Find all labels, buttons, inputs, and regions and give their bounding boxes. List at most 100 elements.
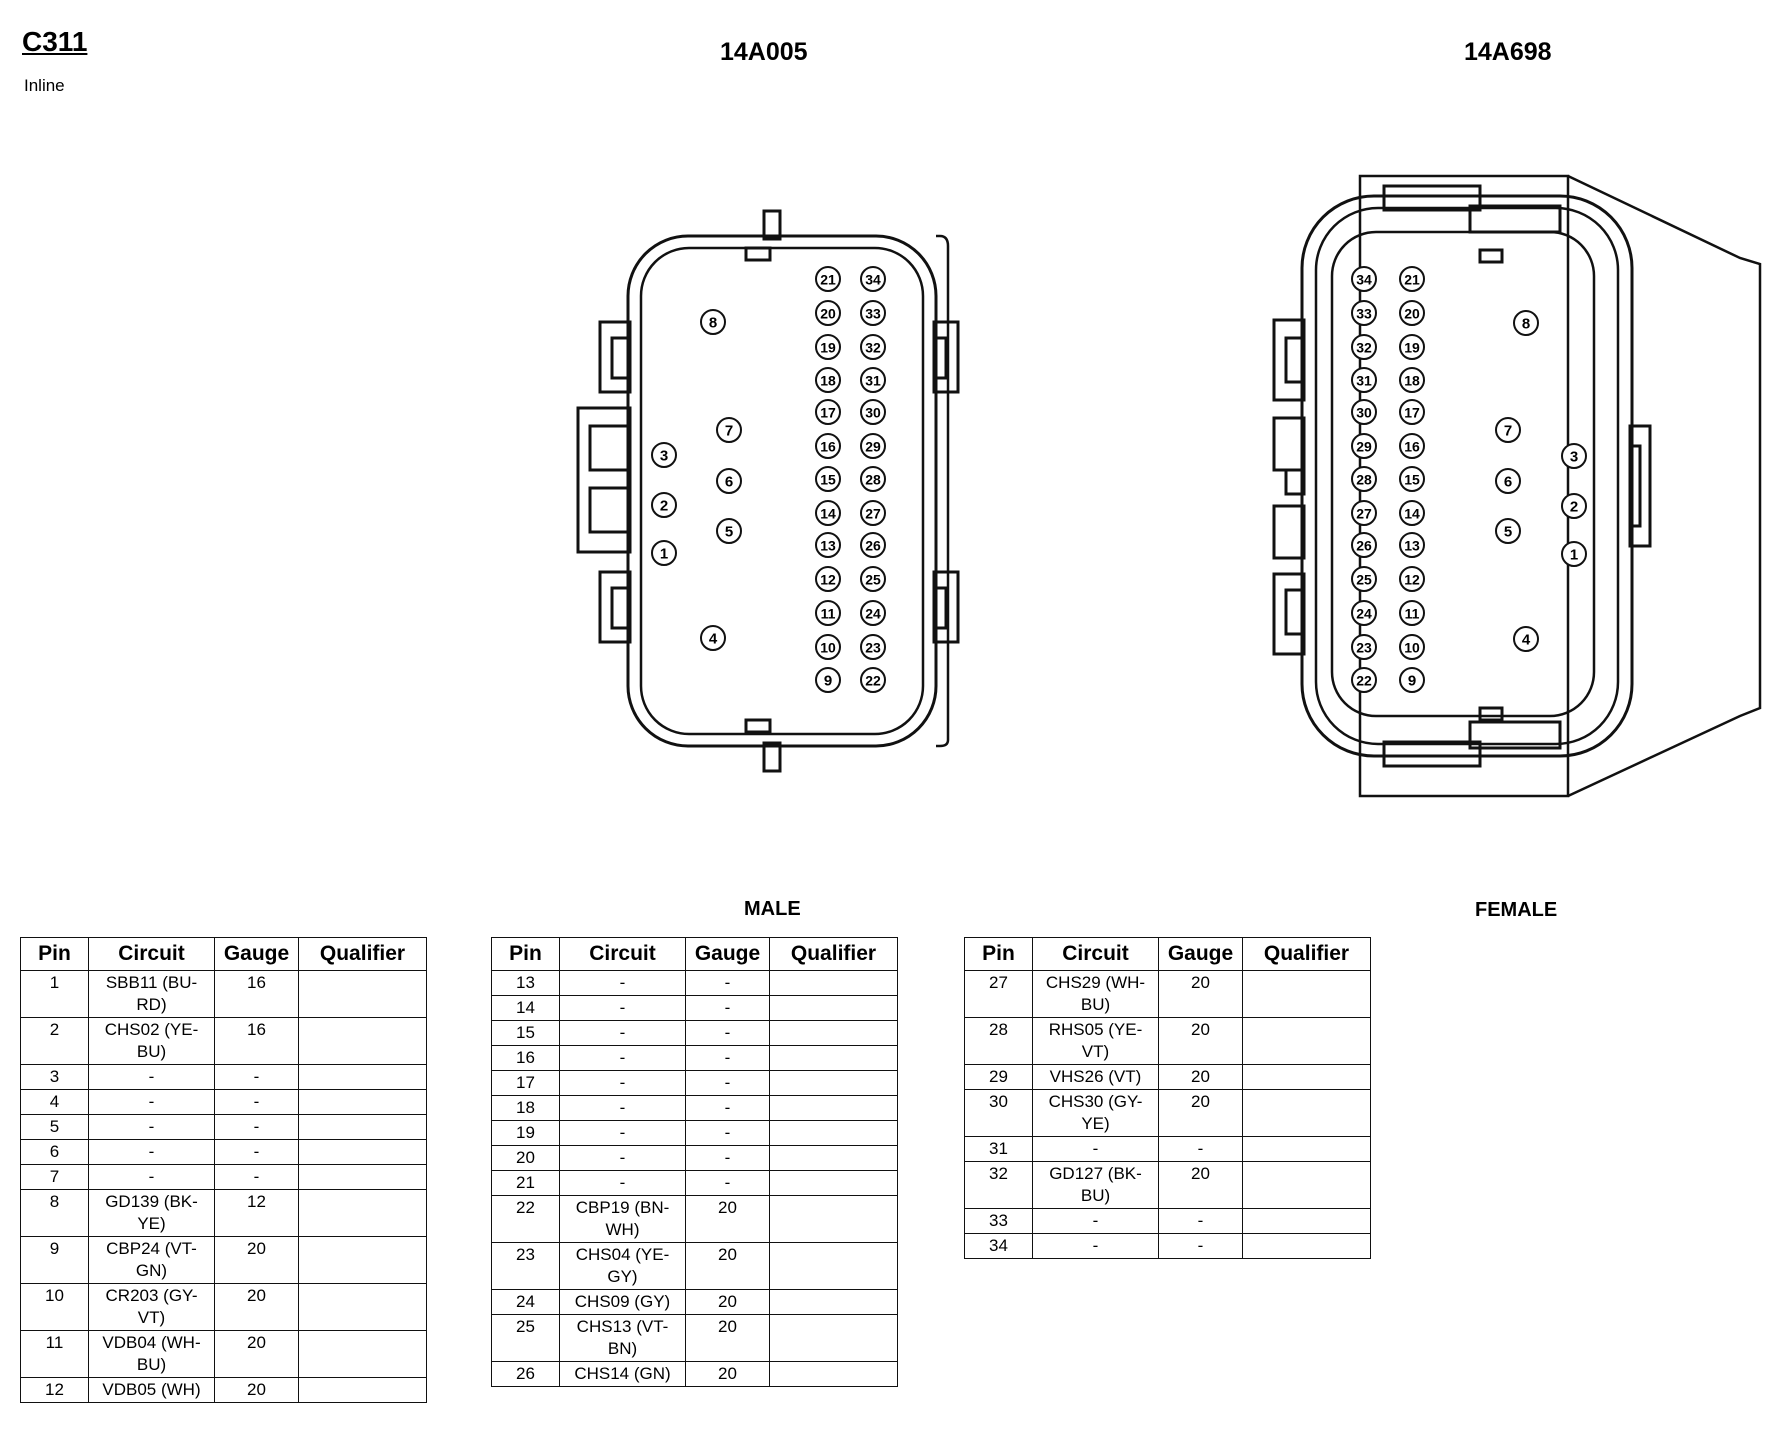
pin-number: 32 <box>865 340 881 356</box>
pin-marker: 26 <box>1351 532 1377 558</box>
pin-marker: 32 <box>1351 334 1377 360</box>
cell-qualifier <box>769 1170 898 1196</box>
table-row: 31-- <box>964 1136 1371 1162</box>
pin-marker: 14 <box>815 500 841 526</box>
cell-qualifier <box>1242 970 1371 1018</box>
pin-marker: 25 <box>1351 566 1377 592</box>
cell-gauge: 20 <box>214 1236 299 1284</box>
cell-qualifier <box>298 1189 427 1237</box>
cell-gauge: - <box>685 970 770 996</box>
pin-number: 15 <box>1404 472 1420 488</box>
pin-marker: 2 <box>1561 493 1587 519</box>
pin-marker: 5 <box>716 518 742 544</box>
table-row: 21-- <box>491 1170 898 1196</box>
pin-number: 13 <box>820 538 836 554</box>
cell-pin: 5 <box>20 1114 89 1140</box>
cell-qualifier <box>298 1377 427 1403</box>
cell-circuit: - <box>1032 1233 1159 1259</box>
pin-marker: 9 <box>815 667 841 693</box>
cell-circuit: - <box>1032 1136 1159 1162</box>
cell-qualifier <box>298 1236 427 1284</box>
pin-marker: 10 <box>1399 634 1425 660</box>
cell-qualifier <box>298 1114 427 1140</box>
cell-gauge: - <box>685 995 770 1021</box>
cell-qualifier <box>298 1064 427 1090</box>
cell-pin: 7 <box>20 1164 89 1190</box>
cell-qualifier <box>769 1120 898 1146</box>
cell-qualifier <box>769 1314 898 1362</box>
cell-circuit: - <box>1032 1208 1159 1234</box>
cell-qualifier <box>769 1289 898 1315</box>
cell-circuit: CHS14 (GN) <box>559 1361 686 1387</box>
pin-number: 33 <box>1356 306 1372 322</box>
cell-gauge: - <box>1158 1208 1243 1234</box>
cell-gauge: 20 <box>214 1283 299 1331</box>
pin-number: 14 <box>1404 506 1420 522</box>
pin-number: 2 <box>660 498 668 515</box>
table-row: 20-- <box>491 1145 898 1171</box>
pin-number: 9 <box>1408 673 1416 690</box>
pin-number: 27 <box>1356 506 1372 522</box>
pin-number: 32 <box>1356 340 1372 356</box>
pin-marker: 4 <box>1513 626 1539 652</box>
pin-number: 10 <box>820 640 836 656</box>
cell-pin: 1 <box>20 970 89 1018</box>
cell-pin: 17 <box>491 1070 560 1096</box>
pin-number: 26 <box>865 538 881 554</box>
pin-marker: 34 <box>860 266 886 292</box>
cell-pin: 29 <box>964 1064 1033 1090</box>
pin-number: 23 <box>1356 640 1372 656</box>
cell-qualifier <box>1242 1064 1371 1090</box>
pin-number: 31 <box>865 373 881 389</box>
cell-qualifier <box>298 1139 427 1165</box>
pin-number: 21 <box>1404 272 1420 288</box>
pin-number: 7 <box>1504 423 1512 440</box>
pin-marker: 21 <box>1399 266 1425 292</box>
pin-number: 28 <box>1356 472 1372 488</box>
pin-number: 9 <box>824 673 832 690</box>
column-header-gauge: Gauge <box>685 937 770 971</box>
pin-marker: 1 <box>651 540 677 566</box>
connector-type: Inline <box>24 76 65 95</box>
pin-marker: 15 <box>1399 466 1425 492</box>
cell-pin: 19 <box>491 1120 560 1146</box>
column-header-qualifier: Qualifier <box>769 937 898 971</box>
cell-circuit: SBB11 (BU-RD) <box>88 970 215 1018</box>
cell-gauge: - <box>1158 1136 1243 1162</box>
column-header-pin: Pin <box>20 937 89 971</box>
pin-marker: 19 <box>1399 334 1425 360</box>
pin-marker: 4 <box>700 625 726 651</box>
cell-pin: 6 <box>20 1139 89 1165</box>
cell-circuit: CHS02 (YE-BU) <box>88 1017 215 1065</box>
column-header-pin: Pin <box>491 937 560 971</box>
pin-marker: 16 <box>815 433 841 459</box>
cell-gauge: - <box>685 1045 770 1071</box>
cell-circuit: - <box>88 1139 215 1165</box>
male-connector-body <box>576 209 960 773</box>
pin-number: 23 <box>865 640 881 656</box>
pin-number: 7 <box>725 423 733 440</box>
cell-qualifier <box>769 1145 898 1171</box>
cell-pin: 24 <box>491 1289 560 1315</box>
pin-number: 25 <box>865 572 881 588</box>
part-number-female: 14A698 <box>1464 38 1552 66</box>
cell-pin: 10 <box>20 1283 89 1331</box>
cell-qualifier <box>769 1070 898 1096</box>
cell-pin: 13 <box>491 970 560 996</box>
cell-gauge: 20 <box>685 1289 770 1315</box>
connector-id: C311 <box>22 26 88 57</box>
cell-gauge: - <box>685 1020 770 1046</box>
cell-circuit: - <box>559 1120 686 1146</box>
cell-gauge: 20 <box>214 1330 299 1378</box>
cell-circuit: - <box>559 1045 686 1071</box>
cell-gauge: 20 <box>1158 970 1243 1018</box>
